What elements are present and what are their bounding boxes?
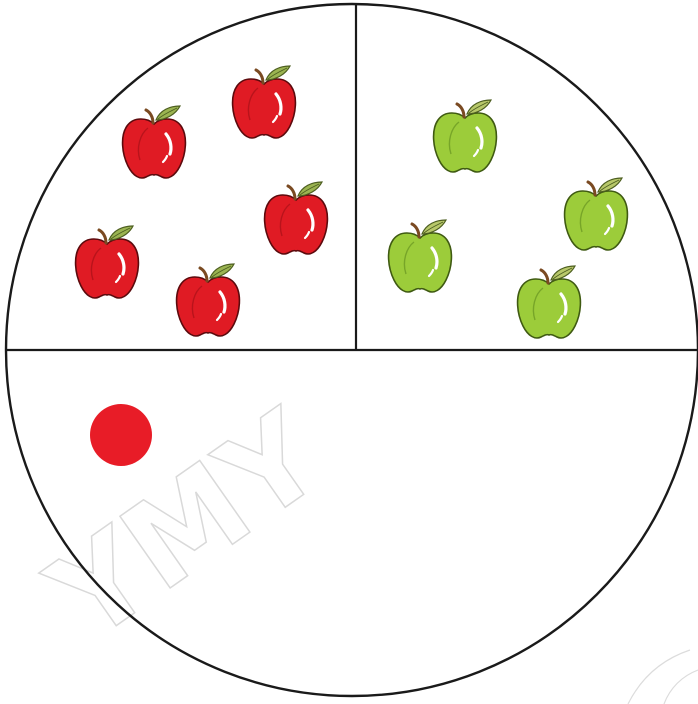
red-dot-icon [90,404,152,466]
region-bottom [90,404,152,466]
